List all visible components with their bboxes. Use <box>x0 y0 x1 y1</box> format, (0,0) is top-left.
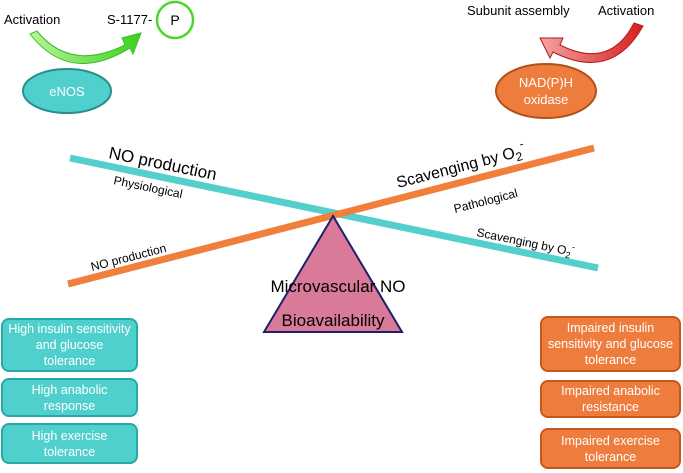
fulcrum-triangle <box>262 214 404 333</box>
right-box-impaired-exercise: Impaired exercise tolerance <box>540 428 681 469</box>
left-box-exercise-tolerance: High exercise tolerance <box>1 423 138 464</box>
right-box-3-line2: tolerance <box>584 449 637 464</box>
orange-beam <box>67 144 595 288</box>
enos-ellipse <box>22 68 112 114</box>
fulcrum-label-line1: Microvascular NO <box>270 277 405 296</box>
right-box-3-line1: Impaired exercise <box>561 433 660 448</box>
teal-right-subscript: 2 <box>564 250 571 261</box>
enos-label: eNOS <box>49 84 85 99</box>
phospho-site-label: S-1177- <box>107 12 152 27</box>
left-box-1-line1: High insulin sensitivity <box>8 322 131 336</box>
phosphate-circle <box>155 0 195 40</box>
left-box-1-line2: and glucose <box>35 338 104 352</box>
left-box-insulin-sensitivity: High insulin sensitivity and glucose tol… <box>1 318 138 372</box>
phosphate-label: P <box>170 12 179 28</box>
nadph-label-line2: oxidase <box>524 92 569 107</box>
right-box-2-line1: Impaired anabolic <box>561 384 660 398</box>
fulcrum-label-line2: Bioavailability <box>282 311 385 330</box>
right-box-1-line2: sensitivity and glucose <box>547 337 674 351</box>
left-box-3-line2: tolerance <box>43 444 96 459</box>
enos-activation-label: Activation <box>4 12 60 27</box>
right-box-1-line1: Impaired insulin <box>566 321 655 335</box>
right-box-1-line3: tolerance <box>584 353 637 367</box>
orange-right-subscript: 2 <box>514 149 524 164</box>
orange-right-superscript: - <box>518 136 525 151</box>
green-activation-arrow <box>29 30 142 65</box>
red-activation-arrow <box>539 22 644 63</box>
right-box-2-line2: resistance <box>582 400 639 414</box>
left-box-2-line2: response <box>43 398 96 413</box>
right-box-impaired-anabolic: Impaired anabolic resistance <box>540 380 681 418</box>
left-box-2-line1: High anabolic <box>31 382 108 397</box>
left-box-3-line1: High exercise <box>31 428 108 443</box>
left-box-1-line3: tolerance <box>43 354 96 368</box>
left-box-anabolic-response: High anabolic response <box>1 378 138 417</box>
teal-right-superscript: - <box>571 242 576 252</box>
right-box-impaired-insulin: Impaired insulin sensitivity and glucose… <box>540 316 681 372</box>
subunit-assembly-label: Subunit assembly <box>467 3 570 18</box>
nadph-oxidase-ellipse <box>495 63 597 119</box>
pathological-label: Pathological <box>452 186 519 216</box>
nadph-activation-label: Activation <box>598 3 654 18</box>
nadph-label-line1: NAD(P)H <box>519 75 573 90</box>
